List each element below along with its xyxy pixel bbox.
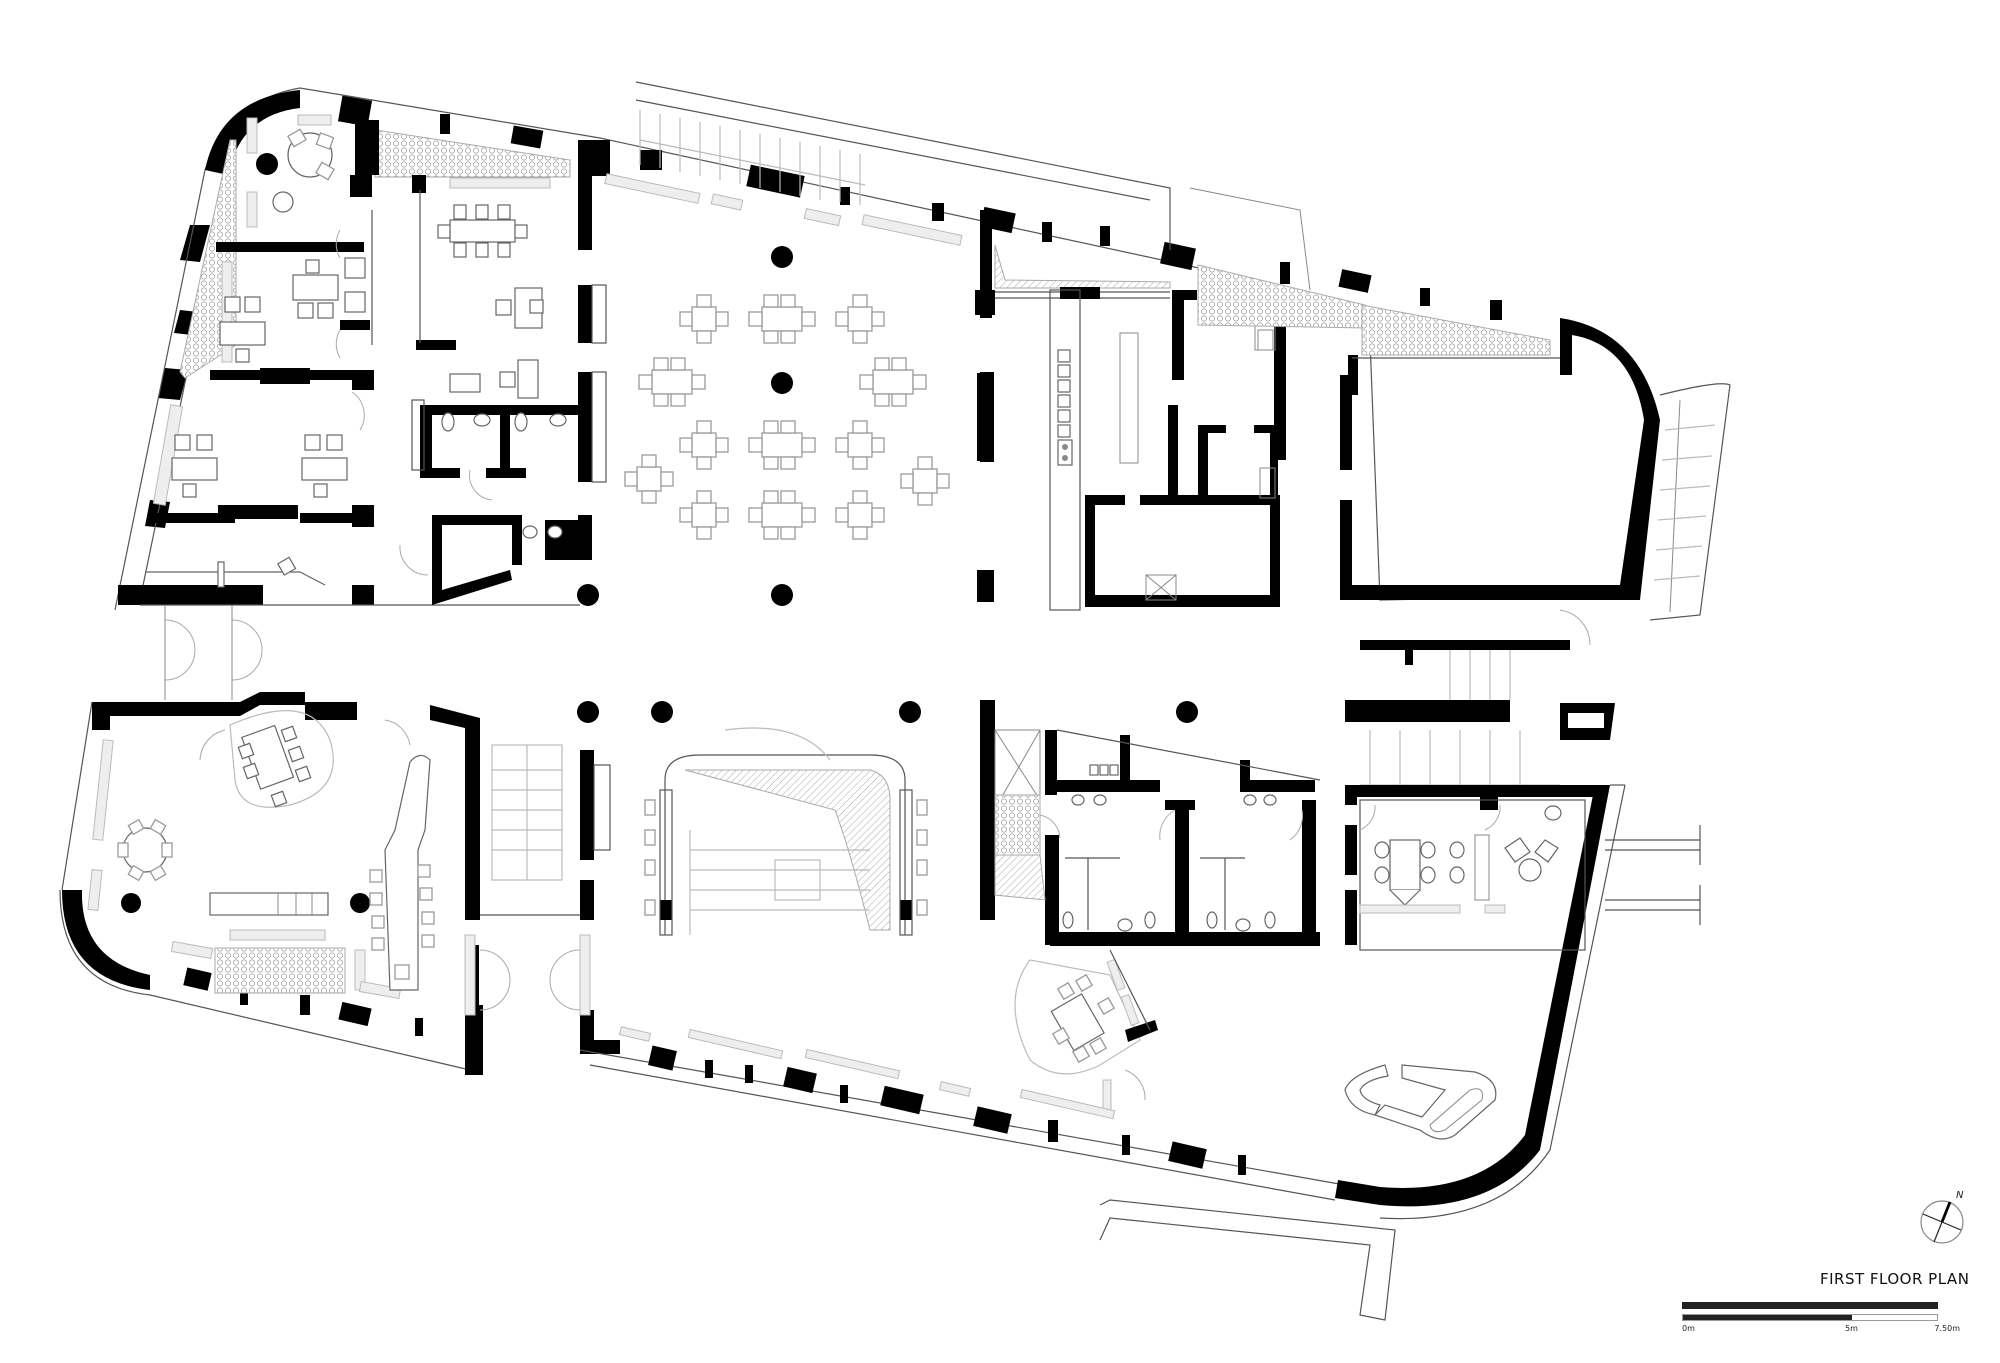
se-block bbox=[1099, 784, 1701, 1321]
dining-hall bbox=[577, 246, 992, 606]
atrium-stair bbox=[644, 727, 928, 936]
scale-label-0: 0m bbox=[1682, 1324, 1695, 1333]
west-wing-furniture bbox=[145, 114, 567, 588]
kitchen-block bbox=[1049, 264, 1551, 611]
scale-bar-full bbox=[1682, 1302, 1938, 1309]
scale-label-750: 7.50m bbox=[1934, 1324, 1960, 1333]
south-facade bbox=[579, 1026, 1346, 1201]
stair-core bbox=[464, 744, 620, 1054]
scale-bar-split bbox=[1682, 1314, 1938, 1321]
drawing-title: FIRST FLOOR PLAN bbox=[1820, 1270, 1970, 1288]
north-block bbox=[114, 81, 1641, 611]
wc-block-east bbox=[980, 700, 1321, 1116]
north-label: N bbox=[1956, 1190, 1964, 1201]
corridor bbox=[164, 605, 1615, 786]
scale-bar: 0m 5m 7.50m bbox=[1682, 1302, 1960, 1336]
ne-hall bbox=[1340, 318, 1731, 646]
sw-workspace bbox=[59, 692, 483, 1075]
north-arrow-icon bbox=[1920, 1200, 1964, 1244]
plan-legend: N FIRST FLOOR PLAN 0m 5m 7.50m bbox=[1660, 1190, 2000, 1363]
scale-bar-labels: 0m 5m 7.50m bbox=[1682, 1324, 1960, 1336]
scale-label-5: 5m bbox=[1845, 1324, 1858, 1333]
